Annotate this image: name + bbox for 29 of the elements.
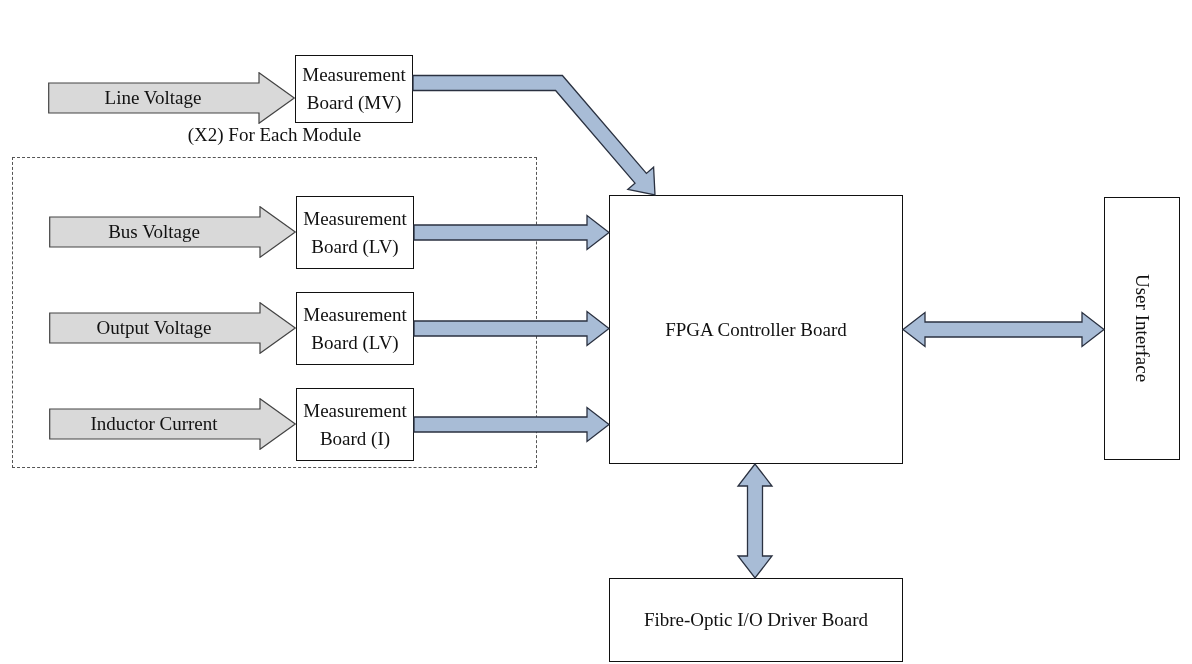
process-box <box>609 195 903 464</box>
box-label: Measurement Board (MV) <box>302 63 406 115</box>
process-box <box>295 55 413 123</box>
input-label: Output Voltage <box>95 317 213 339</box>
block-arrow <box>413 406 611 443</box>
process-box <box>1104 197 1180 460</box>
block-arrow <box>413 214 611 251</box>
box-label: Fibre-Optic I/O Driver Board <box>643 608 869 632</box>
process-box <box>609 578 903 662</box>
process-box <box>296 292 414 365</box>
input-label: Bus Voltage <box>107 221 201 243</box>
block-arrow <box>413 310 611 347</box>
process-box <box>296 196 414 269</box>
input-arrow <box>49 206 296 258</box>
input-label: Inductor Current <box>89 413 219 435</box>
input-arrow <box>49 398 296 450</box>
box-label: User Interface <box>1131 274 1153 383</box>
group-heading: (X2) For Each Module <box>186 124 363 146</box>
input-arrow <box>48 72 295 124</box>
block-arrow <box>901 311 1106 348</box>
box-label: Measurement Board (I) <box>303 398 407 451</box>
box-label: Measurement Board (LV) <box>303 302 407 355</box>
process-box <box>296 388 414 461</box>
box-label: Measurement Board (LV) <box>303 206 407 259</box>
box-label: FPGA Controller Board <box>665 317 847 342</box>
input-label: Line Voltage <box>103 87 203 109</box>
block-arrow <box>736 462 774 580</box>
input-arrow <box>49 302 296 354</box>
block-arrow <box>412 74 656 196</box>
